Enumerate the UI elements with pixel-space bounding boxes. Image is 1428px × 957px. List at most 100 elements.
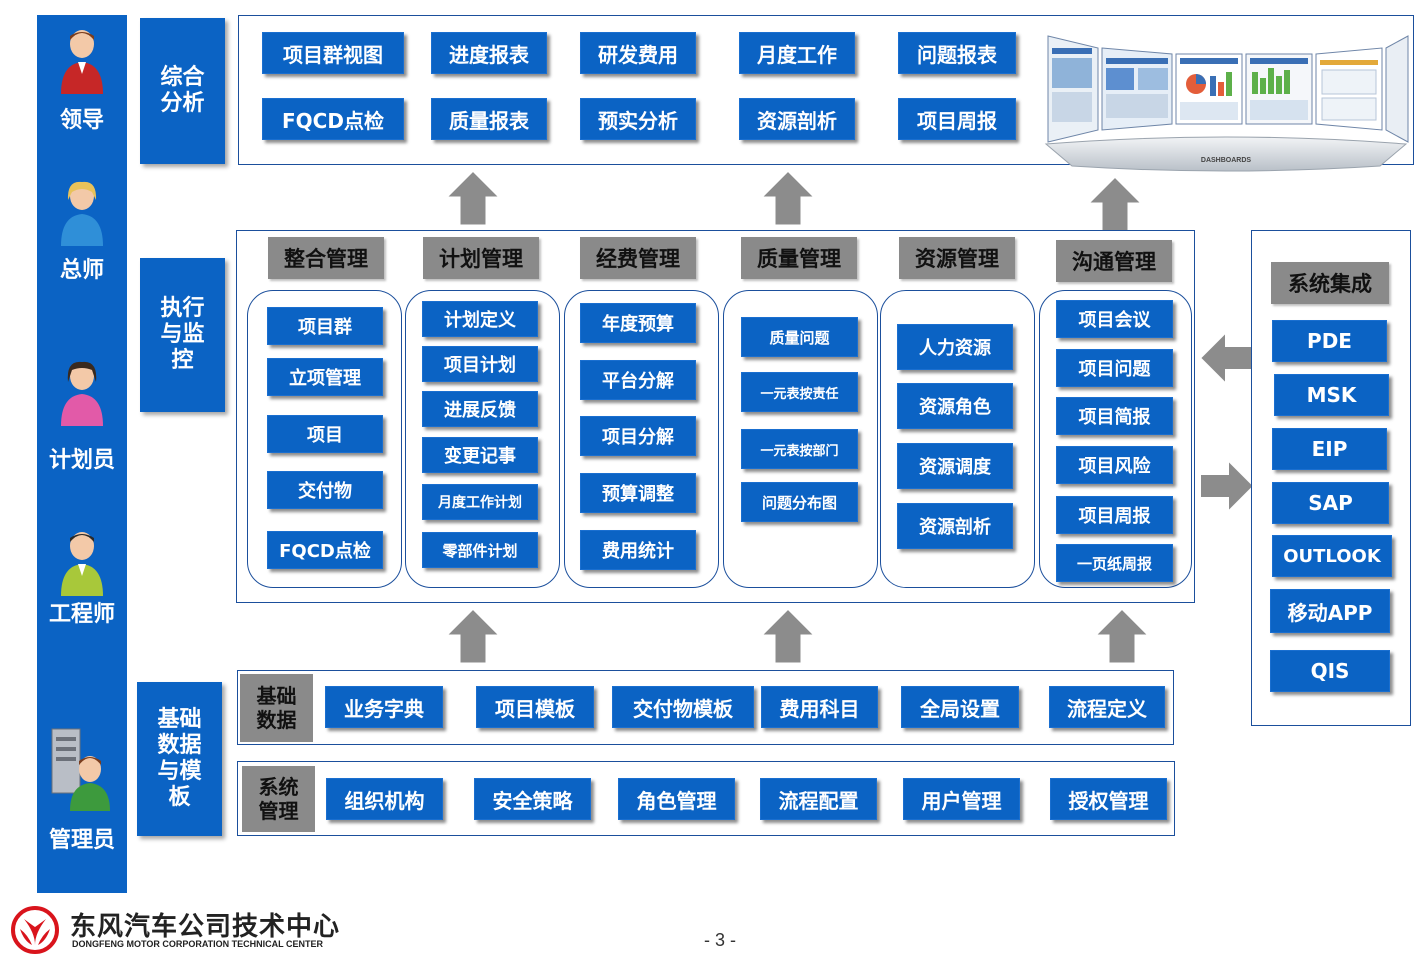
svg-text:DASHBOARDS: DASHBOARDS (1201, 157, 1252, 164)
company-name-en: DONGFENG MOTOR CORPORATION TECHNICAL CEN… (72, 939, 324, 949)
cost-item[interactable]: 平台分解 (580, 360, 696, 400)
integration-sap[interactable]: SAP (1272, 482, 1389, 524)
module-header-plan: 计划管理 (423, 237, 539, 279)
base-item-process-definition[interactable]: 流程定义 (1049, 686, 1165, 728)
integration-item[interactable]: 项目 (267, 415, 383, 453)
system-mgmt-label: 系统 管理 (242, 766, 315, 832)
system-item-user-mgmt[interactable]: 用户管理 (903, 778, 1020, 820)
arrow-right-icon (1199, 458, 1256, 514)
execution-frame (236, 230, 1195, 603)
communication-item[interactable]: 一页纸周报 (1056, 544, 1173, 582)
company-name-cn: 东风汽车公司技术中心 (70, 912, 341, 942)
cost-item[interactable]: 预算调整 (580, 473, 696, 513)
module-oval-integration (247, 290, 402, 588)
report-resource-analysis[interactable]: 资源剖析 (739, 98, 855, 140)
arrow-up-icon (443, 606, 503, 666)
integration-outlook[interactable]: OUTLOOK (1272, 535, 1392, 577)
cost-item[interactable]: 项目分解 (580, 416, 696, 456)
module-header-resource: 资源管理 (899, 237, 1015, 279)
report-progress[interactable]: 进度报表 (431, 32, 547, 74)
quality-item[interactable]: 一元表按责任 (741, 372, 858, 412)
communication-item[interactable]: 项目周报 (1056, 496, 1173, 534)
dashboard-illustration: DASHBOARDS (1044, 35, 1409, 172)
integration-item[interactable]: FQCD点检 (267, 531, 383, 569)
module-oval-resource (880, 290, 1035, 588)
role-engineer: 工程师 (48, 602, 115, 627)
integration-title: 系统集成 (1271, 262, 1389, 304)
base-item-dictionary[interactable]: 业务字典 (325, 686, 443, 728)
report-quality[interactable]: 质量报表 (431, 98, 547, 140)
report-weekly[interactable]: 项目周报 (898, 98, 1016, 140)
module-header-integration: 整合管理 (268, 237, 384, 279)
integration-frame (1251, 230, 1411, 726)
module-header-communication: 沟通管理 (1056, 240, 1172, 282)
resource-item[interactable]: 资源角色 (897, 383, 1013, 429)
role-planner: 计划员 (48, 448, 115, 473)
page-number: - 3 - (703, 930, 736, 950)
role-admin: 管理员 (48, 828, 115, 853)
report-monthly-work[interactable]: 月度工作 (739, 32, 855, 74)
resource-item[interactable]: 资源剖析 (897, 503, 1013, 549)
base-item-global-settings[interactable]: 全局设置 (901, 686, 1019, 728)
plan-item[interactable]: 零部件计划 (422, 532, 538, 568)
integration-item[interactable]: 立项管理 (267, 358, 383, 396)
integration-item[interactable]: 交付物 (267, 471, 383, 509)
system-item-process-config[interactable]: 流程配置 (760, 778, 877, 820)
cost-item[interactable]: 费用统计 (580, 530, 696, 570)
base-item-project-template[interactable]: 项目模板 (476, 686, 594, 728)
report-rd-cost[interactable]: 研发费用 (580, 32, 696, 74)
role-chief-engineer: 总师 (59, 258, 104, 283)
integration-eip[interactable]: EIP (1272, 428, 1387, 470)
plan-item[interactable]: 计划定义 (422, 301, 538, 337)
quality-item[interactable]: 质量问题 (741, 317, 858, 357)
arrow-up-icon (1085, 174, 1145, 234)
plan-item[interactable]: 项目计划 (422, 346, 538, 382)
report-program-view[interactable]: 项目群视图 (262, 32, 404, 74)
system-item-authorization[interactable]: 授权管理 (1050, 778, 1167, 820)
arrow-left-icon (1198, 330, 1255, 386)
communication-item[interactable]: 项目问题 (1056, 349, 1173, 387)
plan-item[interactable]: 月度工作计划 (422, 484, 538, 520)
plan-item[interactable]: 变更记事 (422, 437, 538, 473)
report-fqcd[interactable]: FQCD点检 (262, 98, 404, 140)
integration-qis[interactable]: QIS (1270, 650, 1390, 692)
report-budget-actual[interactable]: 预实分析 (580, 98, 696, 140)
base-data-label: 基础 数据 (240, 674, 313, 742)
planner-icon (61, 361, 103, 426)
arrow-up-icon (1092, 606, 1152, 666)
resource-item[interactable]: 人力资源 (897, 324, 1013, 370)
report-issues[interactable]: 问题报表 (898, 32, 1016, 74)
system-item-security-policy[interactable]: 安全策略 (474, 778, 591, 820)
module-header-quality: 质量管理 (741, 237, 857, 279)
integration-pde[interactable]: PDE (1272, 320, 1387, 362)
module-oval-communication (1039, 290, 1192, 588)
module-oval-cost (564, 290, 719, 588)
integration-mobile-app[interactable]: 移动APP (1270, 589, 1390, 633)
integration-msk[interactable]: MSK (1274, 374, 1389, 416)
quality-item[interactable]: 问题分布图 (741, 482, 858, 522)
communication-item[interactable]: 项目风险 (1056, 446, 1173, 484)
communication-item[interactable]: 项目会议 (1056, 300, 1173, 338)
plan-item[interactable]: 进展反馈 (422, 391, 538, 427)
module-header-cost: 经费管理 (580, 237, 696, 279)
system-item-role-mgmt[interactable]: 角色管理 (618, 778, 735, 820)
layer-execution: 执行 与监 控 (140, 258, 225, 412)
quality-item[interactable]: 一元表按部门 (741, 429, 858, 469)
module-oval-plan (405, 290, 560, 588)
integration-item[interactable]: 项目群 (267, 307, 383, 345)
engineer-icon (61, 532, 103, 596)
communication-item[interactable]: 项目简报 (1056, 397, 1173, 435)
system-item-organization[interactable]: 组织机构 (326, 778, 443, 820)
resource-item[interactable]: 资源调度 (897, 443, 1013, 489)
leader-icon (61, 30, 103, 94)
role-leader: 领导 (59, 108, 104, 133)
base-item-expense-account[interactable]: 费用科目 (761, 686, 878, 728)
layer-analysis: 综合 分析 (140, 18, 225, 164)
base-item-deliverable-template[interactable]: 交付物模板 (612, 686, 754, 728)
arrow-up-icon (443, 168, 503, 228)
cost-item[interactable]: 年度预算 (580, 303, 696, 343)
chief-engineer-icon (61, 181, 103, 246)
arrow-up-icon (758, 606, 818, 666)
dongfeng-logo-icon (11, 906, 59, 954)
layer-base: 基础 数据 与模 板 (137, 682, 222, 836)
